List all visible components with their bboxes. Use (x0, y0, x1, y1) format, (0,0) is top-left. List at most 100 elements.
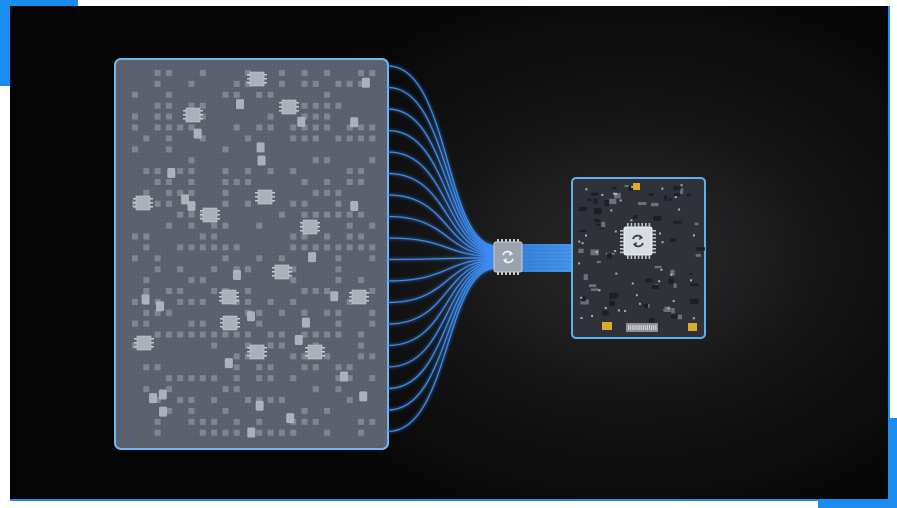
main-processor-chip (620, 223, 656, 259)
smd-pad (143, 320, 150, 327)
smd-pad (658, 280, 661, 283)
smd-pad (324, 157, 331, 164)
capacitor (350, 200, 359, 211)
smd-pad (211, 429, 218, 436)
chip-pin (648, 223, 651, 227)
smd-pad (154, 124, 161, 131)
ic-pin (247, 347, 250, 349)
smd-pad (211, 331, 218, 338)
smd-pad (689, 279, 692, 282)
smd-pad (188, 298, 195, 305)
smd-pad (267, 397, 274, 403)
smd-pad (369, 222, 376, 229)
gold-capacitor (688, 323, 697, 331)
smd-pad (188, 157, 195, 164)
smd-pad (346, 222, 353, 229)
ic-pin (217, 214, 220, 216)
signal-trace (387, 257, 497, 261)
smd-pad (324, 429, 331, 436)
smd-pad (222, 200, 229, 207)
capacitor (350, 117, 359, 128)
smd-pad (301, 233, 308, 240)
smd-component (601, 221, 606, 228)
flex-ribbon-cable (520, 244, 574, 272)
smd-pad (312, 364, 319, 371)
smd-pad (358, 168, 364, 175)
smd-pad (177, 331, 184, 338)
connector-pin (640, 325, 642, 330)
signal-trace (387, 263, 497, 368)
smd-pad (278, 429, 285, 436)
smd-pad (301, 309, 308, 316)
smd-component (689, 272, 693, 275)
smd-pad (670, 273, 673, 276)
smd-pad (324, 91, 331, 98)
smd-pad (678, 208, 681, 211)
smd-pad (154, 266, 161, 273)
ic-pin (133, 202, 136, 204)
chip-pin (634, 255, 636, 259)
smd-pad (256, 364, 263, 371)
ic-pin (317, 226, 320, 228)
smd-pad (154, 429, 161, 436)
smd-component (694, 222, 699, 226)
smd-pad (369, 375, 376, 382)
smd-pad (369, 135, 376, 142)
smd-pad (211, 375, 218, 382)
smd-pad (346, 179, 353, 185)
smd-pad (358, 135, 364, 142)
smd-component (588, 284, 597, 288)
smd-pad (154, 418, 161, 425)
smd-pad (312, 102, 319, 109)
smd-pad (614, 230, 617, 233)
chip-pin (513, 239, 515, 242)
rotate-arrows-icon (502, 250, 514, 264)
smd-pad (335, 200, 342, 207)
smd-pad (301, 364, 308, 371)
right-circuit-board (571, 177, 706, 339)
smd-pad (211, 288, 218, 294)
smd-pad (199, 135, 206, 142)
smd-pad (312, 157, 319, 164)
ic-pin (255, 192, 258, 194)
smd-pad (199, 233, 206, 240)
smd-pad (369, 70, 376, 76)
smd-pad (222, 222, 229, 229)
ic-pin (296, 102, 299, 104)
capacitor (167, 167, 176, 178)
smd-pad (188, 168, 195, 175)
smd-component (695, 253, 701, 257)
smd-pad (278, 342, 285, 349)
smd-pad (335, 80, 342, 87)
smd-pad (211, 397, 218, 403)
capacitor (257, 155, 266, 166)
smd-pad (335, 386, 342, 393)
ic-pin (150, 202, 153, 204)
smd-pad (324, 70, 331, 76)
smd-pad (358, 277, 364, 284)
smd-pad (199, 320, 206, 327)
ic-pin (264, 78, 267, 80)
ic-pin (305, 355, 308, 357)
chip-pin (620, 240, 624, 243)
smd-pad (165, 309, 172, 316)
smd-pad (267, 375, 274, 382)
capacitor (159, 406, 168, 417)
signal-trace (387, 172, 497, 254)
smd-component (579, 206, 588, 212)
smd-pad (346, 375, 353, 382)
chip-pin (645, 223, 647, 227)
smd-pad (245, 397, 251, 403)
smd-pad (165, 102, 172, 109)
smd-pad (301, 353, 308, 360)
signal-trace (387, 266, 497, 411)
ic-pin (289, 271, 292, 273)
smd-pad (578, 262, 581, 265)
chip-pin (509, 272, 511, 275)
smd-pad (222, 146, 229, 153)
smd-pad (346, 397, 353, 403)
smd-pad (233, 331, 240, 338)
ic-pin (264, 355, 267, 357)
signal-trace (387, 194, 497, 255)
